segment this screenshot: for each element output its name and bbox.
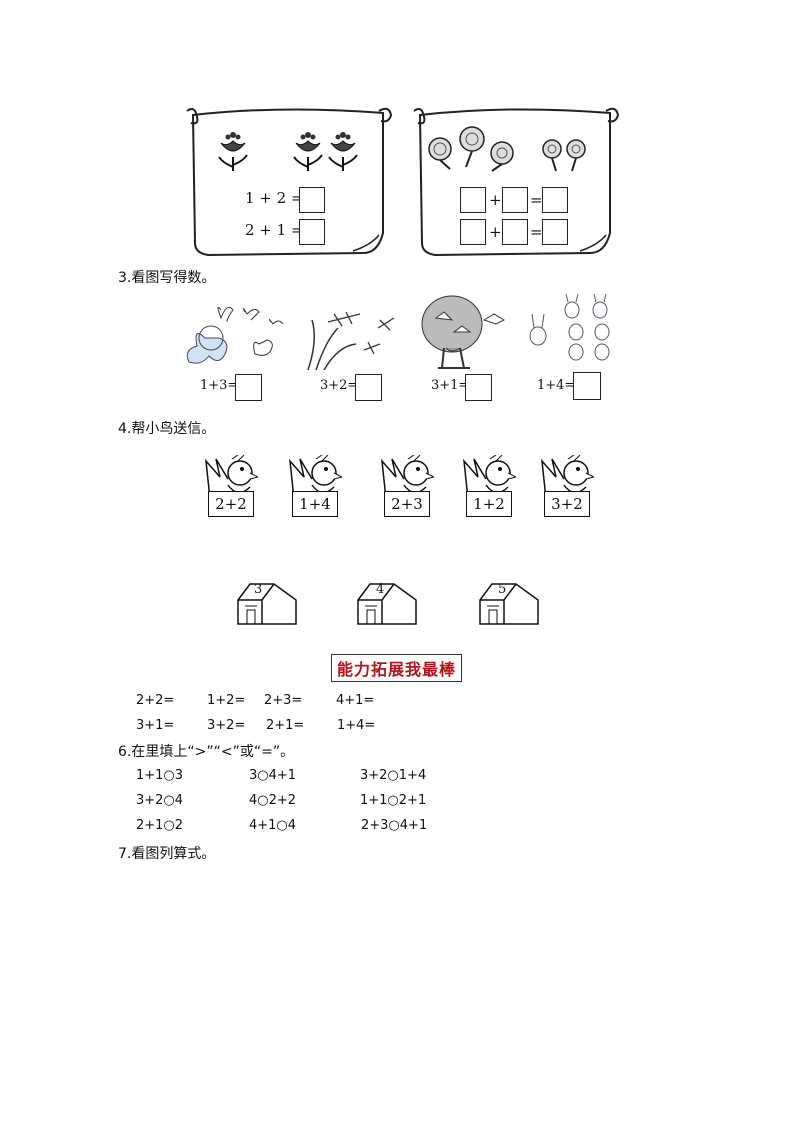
plus-sign: + xyxy=(489,191,502,209)
house-number: 3 xyxy=(254,582,263,597)
butterfly-icon xyxy=(186,306,284,364)
dragonfly-icon xyxy=(307,311,395,370)
q3-item-3: 3+1= xyxy=(431,378,470,393)
lollipop-icon xyxy=(428,126,514,172)
question-3-title: 3.看图写得数。 xyxy=(118,270,216,286)
compare-item: 3+2○1+4 xyxy=(360,768,427,783)
q3-item-1: 1+3= xyxy=(200,378,239,393)
q3-item-4: 1+4= xyxy=(537,378,576,393)
bird-with-letter[interactable]: 2+3 xyxy=(378,454,436,519)
bird-icon xyxy=(289,454,344,500)
question-6-title: 6.在里填上“>”“<”或“=”。 xyxy=(118,744,295,760)
house[interactable]: 5 xyxy=(478,580,540,628)
letter-card: 2+2 xyxy=(208,491,254,517)
bird-icon xyxy=(381,454,436,500)
answer-box[interactable] xyxy=(465,374,492,401)
equation-2: 2 + 1 = xyxy=(245,221,304,239)
tulip-icon xyxy=(328,132,358,171)
letter-card: 2+3 xyxy=(384,491,430,517)
compare-item: 1+1○2+1 xyxy=(360,793,427,808)
answer-box[interactable] xyxy=(235,374,262,401)
tulip-icon xyxy=(218,132,248,171)
scroll-frame xyxy=(186,107,393,257)
calc-item: 3+1= xyxy=(136,718,175,733)
compare-item: 4+1○4 xyxy=(249,818,297,833)
equals-sign: = xyxy=(530,223,543,241)
letter-card: 3+2 xyxy=(544,491,590,517)
tree-icon xyxy=(421,295,506,369)
compare-item: 1+1○3 xyxy=(136,768,184,783)
bird-icon xyxy=(541,454,596,500)
answer-box[interactable] xyxy=(460,187,486,213)
compare-item: 3+2○4 xyxy=(136,793,184,808)
calc-item: 1+4= xyxy=(337,718,376,733)
question-4-title: 4.帮小鸟送信。 xyxy=(118,421,216,437)
answer-box[interactable] xyxy=(299,187,325,213)
house-icon xyxy=(237,583,297,625)
bird-with-letter[interactable]: 2+2 xyxy=(202,454,260,519)
answer-box[interactable] xyxy=(542,187,568,213)
lollipop-icon xyxy=(542,139,586,172)
calc-item: 2+3= xyxy=(264,693,303,708)
answer-box[interactable] xyxy=(355,374,382,401)
compare-item: 3○4+1 xyxy=(249,768,297,783)
plus-sign: + xyxy=(489,223,502,241)
equals-sign: = xyxy=(530,191,543,209)
house-number: 5 xyxy=(498,582,507,597)
calc-item: 4+1= xyxy=(336,693,375,708)
compare-item: 2+1○2 xyxy=(136,818,184,833)
question-7-title: 7.看图列算式。 xyxy=(118,846,216,862)
answer-box[interactable] xyxy=(542,219,568,245)
house[interactable]: 3 xyxy=(236,580,298,628)
scroll-frame xyxy=(413,107,620,257)
answer-box[interactable] xyxy=(573,372,601,400)
bird-icon xyxy=(463,454,518,500)
section-banner: 能力拓展我最棒 xyxy=(331,654,463,682)
calc-item: 1+2= xyxy=(207,693,246,708)
equation-1: 1 + 2 = xyxy=(245,189,304,207)
answer-box[interactable] xyxy=(460,219,486,245)
q3-item-2: 3+2= xyxy=(320,378,359,393)
bird-with-letter[interactable]: 3+2 xyxy=(538,454,596,519)
answer-box[interactable] xyxy=(299,219,325,245)
compare-item: 4○2+2 xyxy=(249,793,297,808)
letter-card: 1+4 xyxy=(292,491,338,517)
calc-item: 3+2= xyxy=(207,718,246,733)
bird-with-letter[interactable]: 1+2 xyxy=(460,454,518,519)
bird-with-letter[interactable]: 1+4 xyxy=(286,454,344,519)
flowers-scroll-panel: 1 + 2 = 2 + 1 = xyxy=(183,103,393,258)
house-icon xyxy=(357,583,417,625)
lollipops-scroll-panel: + = + = xyxy=(410,103,620,258)
tulip-icon xyxy=(293,132,323,171)
calc-item: 2+2= xyxy=(136,693,175,708)
compare-item: 2+3○4+1 xyxy=(361,818,428,833)
rabbit-icon xyxy=(529,293,610,361)
house-number: 4 xyxy=(376,582,385,597)
calc-item: 2+1= xyxy=(266,718,305,733)
letter-card: 1+2 xyxy=(466,491,512,517)
answer-box[interactable] xyxy=(502,187,528,213)
answer-box[interactable] xyxy=(502,219,528,245)
house-icon xyxy=(479,583,539,625)
house[interactable]: 4 xyxy=(356,580,418,628)
